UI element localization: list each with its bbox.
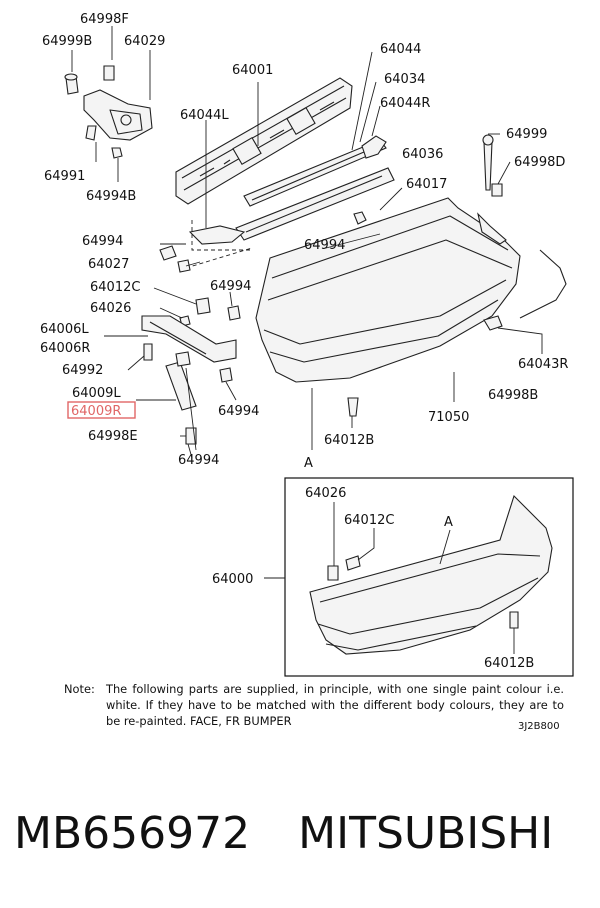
footer-title: MB656972 MITSUBISHI — [14, 808, 594, 859]
fasteners-right-drawing — [353, 133, 511, 225]
label-64994-e: 64994 — [178, 453, 219, 468]
highlight-box-64009R — [67, 401, 136, 419]
label-64017: 64017 — [406, 177, 447, 192]
label-64991: 64991 — [44, 169, 85, 184]
label-64026: 64026 — [90, 301, 131, 316]
label-64027: 64027 — [88, 257, 129, 272]
label-64012C: 64012C — [90, 280, 140, 295]
actuator-assembly-drawing — [64, 26, 153, 182]
label-71050: 71050 — [428, 410, 469, 425]
note-label: Note: — [64, 682, 95, 696]
label-64009R[interactable]: 64009R — [71, 404, 121, 419]
label-64994-a: 64994 — [304, 238, 345, 253]
bumper-reinforcement-drawing — [175, 77, 353, 205]
label-inset-64012C: 64012C — [344, 513, 394, 528]
label-64036: 64036 — [402, 147, 443, 162]
diagram-code: 3J2B800 — [518, 721, 560, 732]
label-inset-64012B: 64012B — [484, 656, 534, 671]
label-64998F: 64998F — [80, 12, 129, 27]
label-64006R: 64006R — [40, 341, 90, 356]
label-64044: 64044 — [380, 42, 421, 57]
brand-name: MITSUBISHI — [298, 808, 554, 859]
label-64999: 64999 — [506, 127, 547, 142]
label-64992: 64992 — [62, 363, 103, 378]
label-64001: 64001 — [232, 63, 273, 78]
label-64029: 64029 — [124, 34, 165, 49]
label-64994B: 64994B — [86, 189, 136, 204]
label-64994-d: 64994 — [218, 404, 259, 419]
label-64043R: 64043R — [518, 357, 568, 372]
paint-note: Note: The following parts are supplied, i… — [64, 681, 574, 729]
label-64994-c: 64994 — [210, 279, 251, 294]
label-64998E: 64998E — [88, 429, 138, 444]
rear-bumper-face-drawing — [255, 187, 567, 450]
part-labels: 64998F 64999B 64029 64001 64044 64034 64… — [40, 12, 568, 671]
label-inset-64026: 64026 — [305, 486, 346, 501]
inset-detail-box — [264, 477, 574, 677]
label-64994-b: 64994 — [82, 234, 123, 249]
note-text: The following parts are supplied, in pri… — [106, 682, 564, 728]
side-brackets-drawing — [104, 243, 241, 459]
label-64044R: 64044R — [380, 96, 430, 111]
parts-diagram: 64998F 64999B 64029 64001 64044 64034 64… — [40, 12, 574, 677]
label-64034: 64034 — [384, 72, 425, 87]
label-64998B: 64998B — [488, 388, 538, 403]
label-64006L: 64006L — [40, 322, 89, 337]
clip-64012B-drawing — [347, 397, 359, 428]
note-body: The following parts are supplied, in pri… — [106, 681, 564, 729]
part-number: MB656972 — [14, 808, 251, 859]
label-64999B: 64999B — [42, 34, 92, 49]
label-64044L: 64044L — [180, 108, 229, 123]
label-A: A — [304, 456, 313, 471]
label-inset-A: A — [444, 515, 453, 530]
label-64000: 64000 — [212, 572, 253, 587]
note-suffix: FACE, FR BUMPER — [189, 714, 292, 728]
label-64009L: 64009L — [72, 386, 121, 401]
label-64012B: 64012B — [324, 433, 374, 448]
bumper-stays-drawing — [185, 51, 395, 269]
label-64998D: 64998D — [514, 155, 565, 170]
